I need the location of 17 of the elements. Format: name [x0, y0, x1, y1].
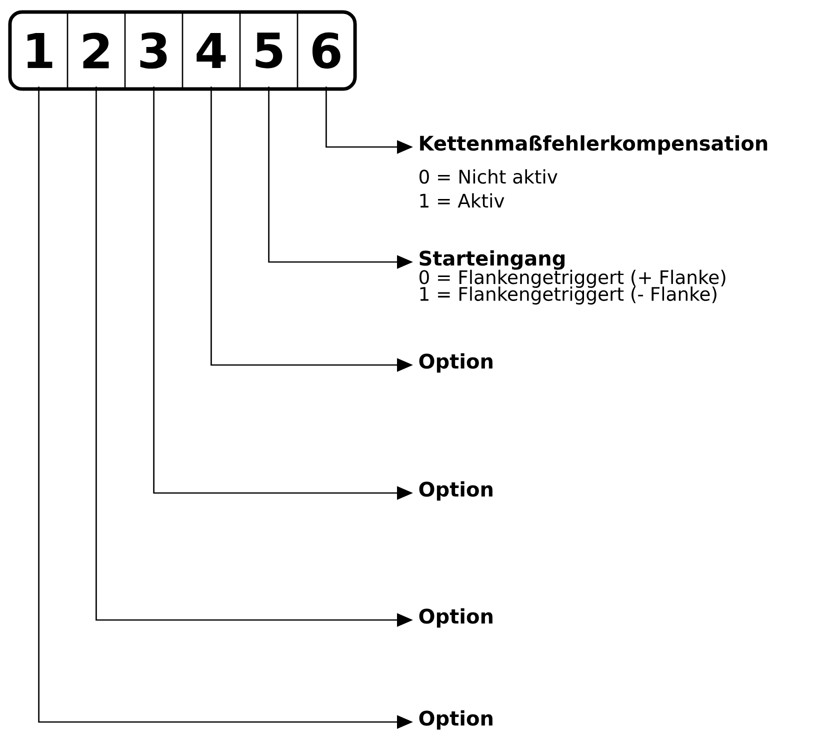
option-value: 1 = Aktiv — [420, 193, 504, 208]
heading: Option — [419, 710, 492, 730]
option-value: 1 = Flankengetriggert (- Flanke) — [420, 286, 716, 305]
digit: 5 — [256, 32, 282, 68]
heading: Option — [419, 353, 492, 373]
digit: 2 — [83, 32, 109, 68]
heading: Option — [419, 481, 492, 501]
display-frame — [8, 10, 357, 91]
heading: Option — [419, 608, 492, 628]
digit: 6 — [312, 32, 340, 69]
option-value: 0 = Flankengetriggert (+ Flanke) — [420, 270, 726, 288]
heading: Kettenmaßfehlerkompensation — [420, 135, 768, 155]
digit: 3 — [140, 32, 167, 69]
digit: 1 — [28, 33, 52, 68]
digit: 4 — [196, 33, 226, 68]
heading: Starteingang — [420, 250, 564, 270]
option-value: 0 = Nicht aktiv — [420, 169, 558, 184]
